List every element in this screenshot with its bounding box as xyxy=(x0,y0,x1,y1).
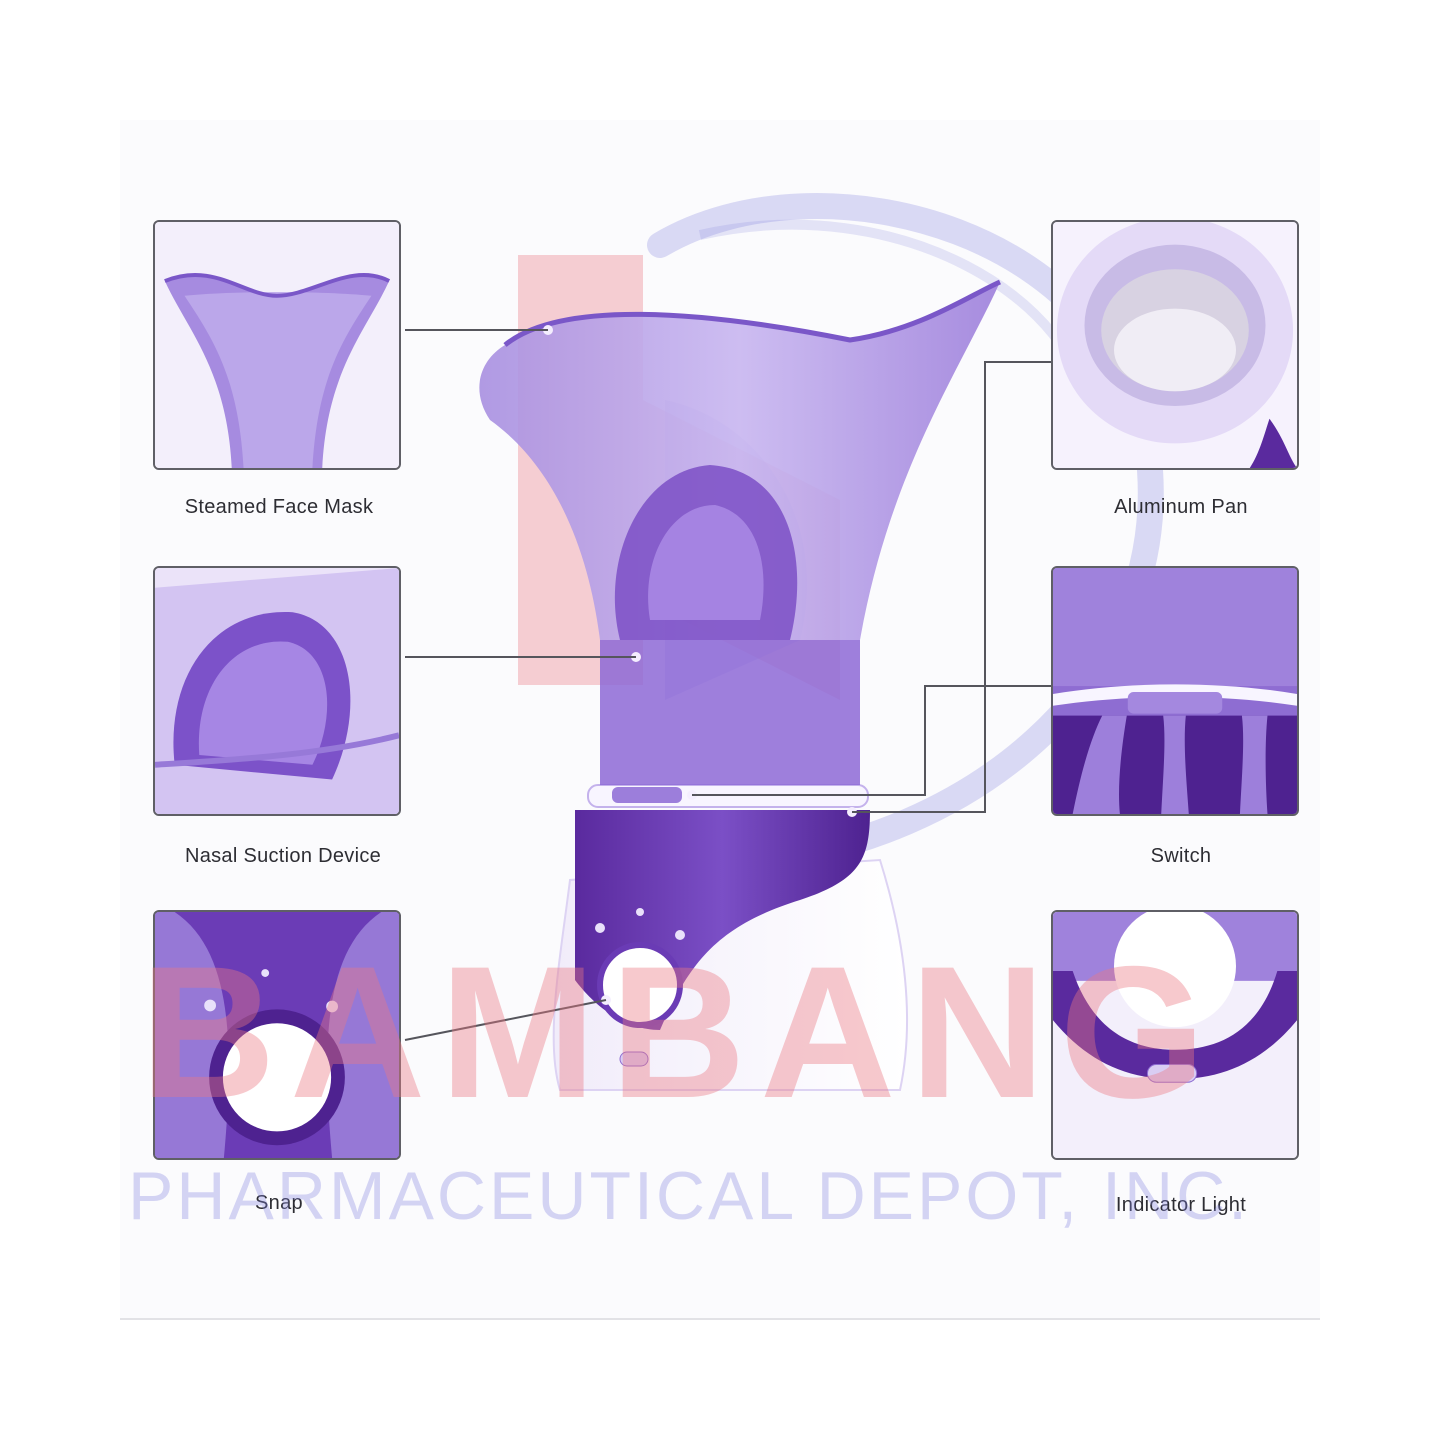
watermark-brand: BAMBANG xyxy=(140,927,1220,1137)
label-indicator-light: Indicator Light xyxy=(1115,1194,1247,1216)
label-aluminum-pan: Aluminum Pan xyxy=(1114,496,1248,518)
switch-detail-image xyxy=(1053,568,1297,814)
panel-nasal-device xyxy=(153,566,401,816)
snap-detail-image xyxy=(155,912,399,1158)
panel-aluminum-pan xyxy=(1051,220,1299,470)
label-switch: Switch xyxy=(1150,845,1212,867)
panel-face-mask xyxy=(153,220,401,470)
nasal-device-detail-image xyxy=(155,568,399,814)
aluminum-pan-detail-image xyxy=(1053,222,1297,468)
face-mask-detail-image xyxy=(155,222,399,468)
label-snap: Snap xyxy=(255,1192,303,1214)
label-face-mask: Steamed Face Mask xyxy=(184,496,374,518)
panel-snap xyxy=(153,910,401,1160)
panel-indicator-light xyxy=(1051,910,1299,1160)
bottom-divider xyxy=(120,1318,1320,1320)
label-nasal-device: Nasal Suction Device xyxy=(184,845,382,867)
indicator-light-detail-image xyxy=(1053,912,1297,1158)
panel-switch xyxy=(1051,566,1299,816)
watermark-company: PHARMACEUTICAL DEPOT, INC. xyxy=(128,1158,1251,1234)
